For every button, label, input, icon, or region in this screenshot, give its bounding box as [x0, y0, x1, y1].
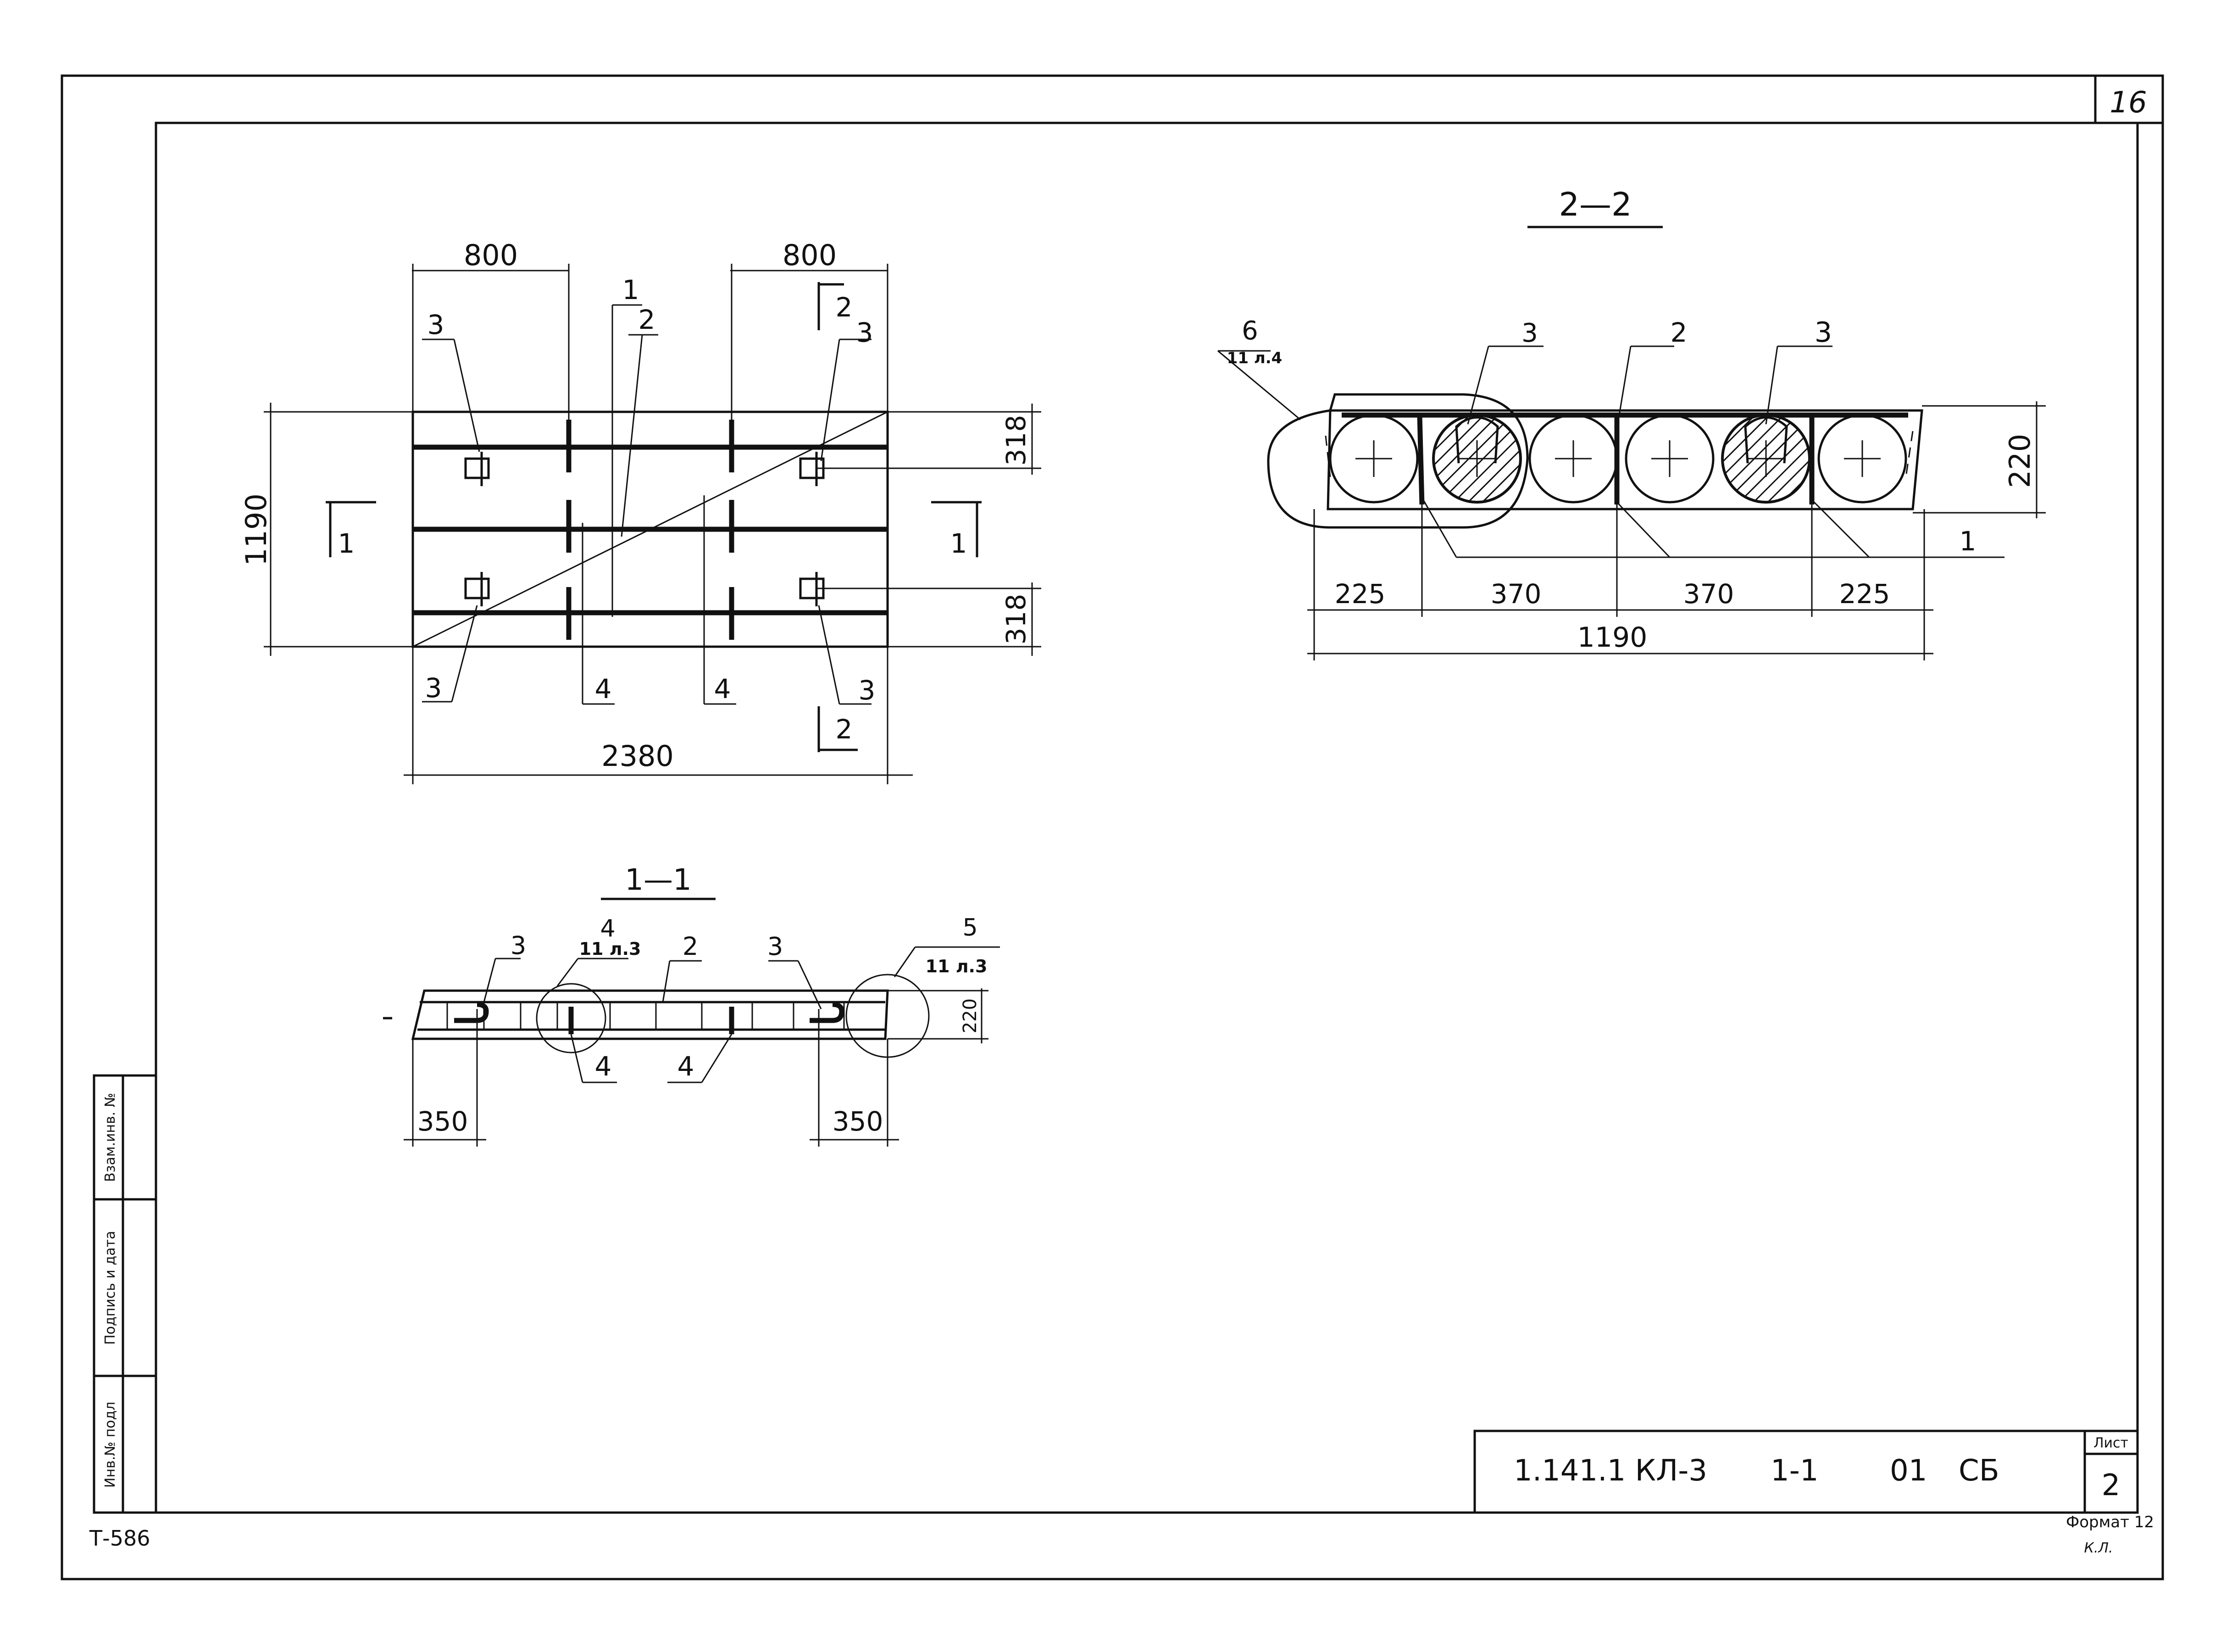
stamp-inv-orig: Инв.№ подл [102, 1402, 118, 1488]
plan-pos-4-left: 4 [595, 673, 612, 704]
side-stamp: Взам.инв. № Подпись и дата Инв.№ подл [102, 1093, 118, 1488]
stamp-inv-replace: Взам.инв. № [102, 1093, 118, 1182]
plan-cut-1-right: 1 [950, 528, 967, 559]
plan-dim-right-top: 318 [1000, 415, 1032, 466]
initials: К.Л. [2084, 1540, 2113, 1556]
section-1-1: 1—1 [383, 863, 1000, 1147]
section-2-dim-a: 225 [1335, 578, 1386, 610]
sheet-label: Лист [2093, 1435, 2128, 1451]
page-number: 16 [2110, 86, 2147, 120]
plan-cut-2-bottom: 2 [836, 714, 853, 745]
plan-pos-2: 2 [639, 304, 655, 335]
callout-circle-4 [536, 983, 606, 1053]
section-2-pos-3-left: 3 [1521, 318, 1538, 348]
document-item: 01 [1890, 1454, 1927, 1488]
plan-pos-3-bottom-right: 3 [859, 675, 876, 706]
plan-pos-3-top-right: 3 [856, 317, 873, 348]
section-1-dim-right: 350 [833, 1106, 883, 1137]
plan-view: 800 800 1190 318 318 2380 1 2 3 3 3 3 4 … [239, 238, 1041, 784]
section-1-dim-height: 220 [960, 998, 981, 1033]
section-2-pos-2: 2 [1671, 317, 1688, 348]
section-1-dim-left: 350 [417, 1106, 468, 1137]
section-2-title: 2—2 [1559, 186, 1632, 223]
section-1-pos-3-right: 3 [767, 932, 783, 961]
plan-pos-3-top-left: 3 [428, 309, 444, 340]
section-1-slab [411, 989, 889, 1040]
sheet-frame [61, 74, 2164, 1580]
sheet-number: 2 [2102, 1469, 2121, 1502]
section-2-dim-d: 225 [1839, 578, 1890, 610]
section-2-dim-height: 220 [2003, 434, 2037, 488]
section-2-dim-b: 370 [1491, 578, 1542, 610]
stamp-signature-date: Подпись и дата [102, 1231, 118, 1345]
plan-dimensions [264, 264, 1041, 784]
document-series: 1-1 [1771, 1454, 1819, 1488]
section-1-title: 1—1 [625, 863, 691, 897]
section-2-pos-3-right: 3 [1815, 316, 1832, 349]
section-2-dim-c: 370 [1683, 578, 1734, 610]
section-2-core-crosshairs [1355, 440, 1881, 477]
plan-dim-top-left: 800 [464, 238, 518, 272]
section-2-callout-6-ref: 11 л.4 [1227, 349, 1283, 367]
plan-pos-3-bottom-left: 3 [425, 672, 442, 704]
title-block: 1.141.1 КЛ-3 1-1 01 СБ Лист 2 [1514, 1435, 2128, 1502]
section-1-callout-4-num: 4 [600, 915, 615, 942]
section-2-2: 2—2 [1217, 186, 2046, 660]
document-code: 1.141.1 КЛ-3 [1514, 1454, 1707, 1488]
plan-cut-1-left: 1 [338, 528, 355, 559]
section-1-pos-4-right: 4 [677, 1051, 694, 1082]
section-1-pos-2: 2 [683, 932, 698, 961]
section-1-pos-3-left: 3 [511, 931, 526, 960]
plan-cut-marks [326, 282, 982, 752]
plan-dim-top-right: 800 [783, 238, 837, 272]
section-2-callout-6-num: 6 [1242, 316, 1258, 346]
plan-dim-left: 1190 [239, 493, 273, 566]
plan-cut-2-top: 2 [836, 292, 853, 323]
section-1-callout-4-ref: 11 л.3 [579, 939, 641, 959]
plan-pos-4-right: 4 [714, 673, 731, 704]
callout-outline-6 [1267, 393, 1529, 529]
document-mark: СБ [1959, 1454, 1999, 1488]
section-2-pos-1: 1 [1960, 526, 1977, 557]
plan-pos-1: 1 [622, 274, 639, 305]
plan-vertical-bars [566, 420, 734, 640]
section-1-pos-4-left: 4 [595, 1051, 612, 1082]
section-2-dim-total: 1190 [1577, 621, 1648, 654]
plan-dim-bottom: 2380 [601, 739, 674, 773]
plan-dim-right-bottom: 318 [1000, 594, 1032, 645]
section-2-slab [1327, 409, 1923, 510]
section-1-callout-5-num: 5 [962, 914, 977, 942]
archive-number: Т-586 [89, 1526, 150, 1551]
format-label: Формат 12 [2066, 1513, 2154, 1531]
section-1-callout-5-ref: 11 л.3 [926, 956, 988, 976]
